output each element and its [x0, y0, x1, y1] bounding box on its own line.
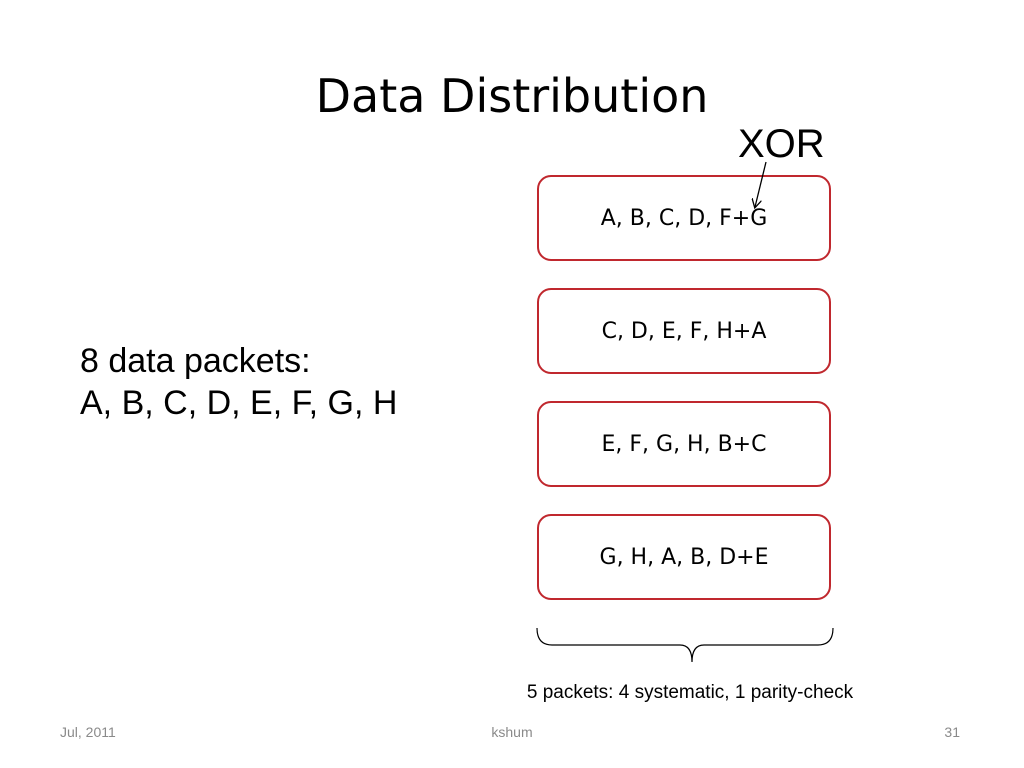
packet-box-4: G, H, A, B, D+E [537, 514, 831, 600]
brace-caption: 5 packets: 4 systematic, 1 parity-check [526, 682, 854, 703]
xor-label: XOR [738, 122, 825, 166]
grouping-brace [536, 627, 834, 663]
footer-page-number: 31 [944, 724, 960, 740]
xor-arrow [755, 161, 767, 207]
packets-line-2: A, B, C, D, E, F, G, H [80, 384, 398, 422]
data-packets-text: 8 data packets: A, B, C, D, E, F, G, H [80, 340, 397, 424]
footer-author: kshum [491, 724, 533, 740]
packet-box-2: C, D, E, F, H+A [537, 288, 831, 374]
footer-date: Jul, 2011 [60, 724, 116, 740]
packet-box-1: A, B, C, D, F+G [537, 175, 831, 261]
packets-line-1: 8 data packets: [80, 342, 311, 380]
packet-box-3: E, F, G, H, B+C [537, 401, 831, 487]
slide-title: Data Distribution [315, 69, 709, 123]
